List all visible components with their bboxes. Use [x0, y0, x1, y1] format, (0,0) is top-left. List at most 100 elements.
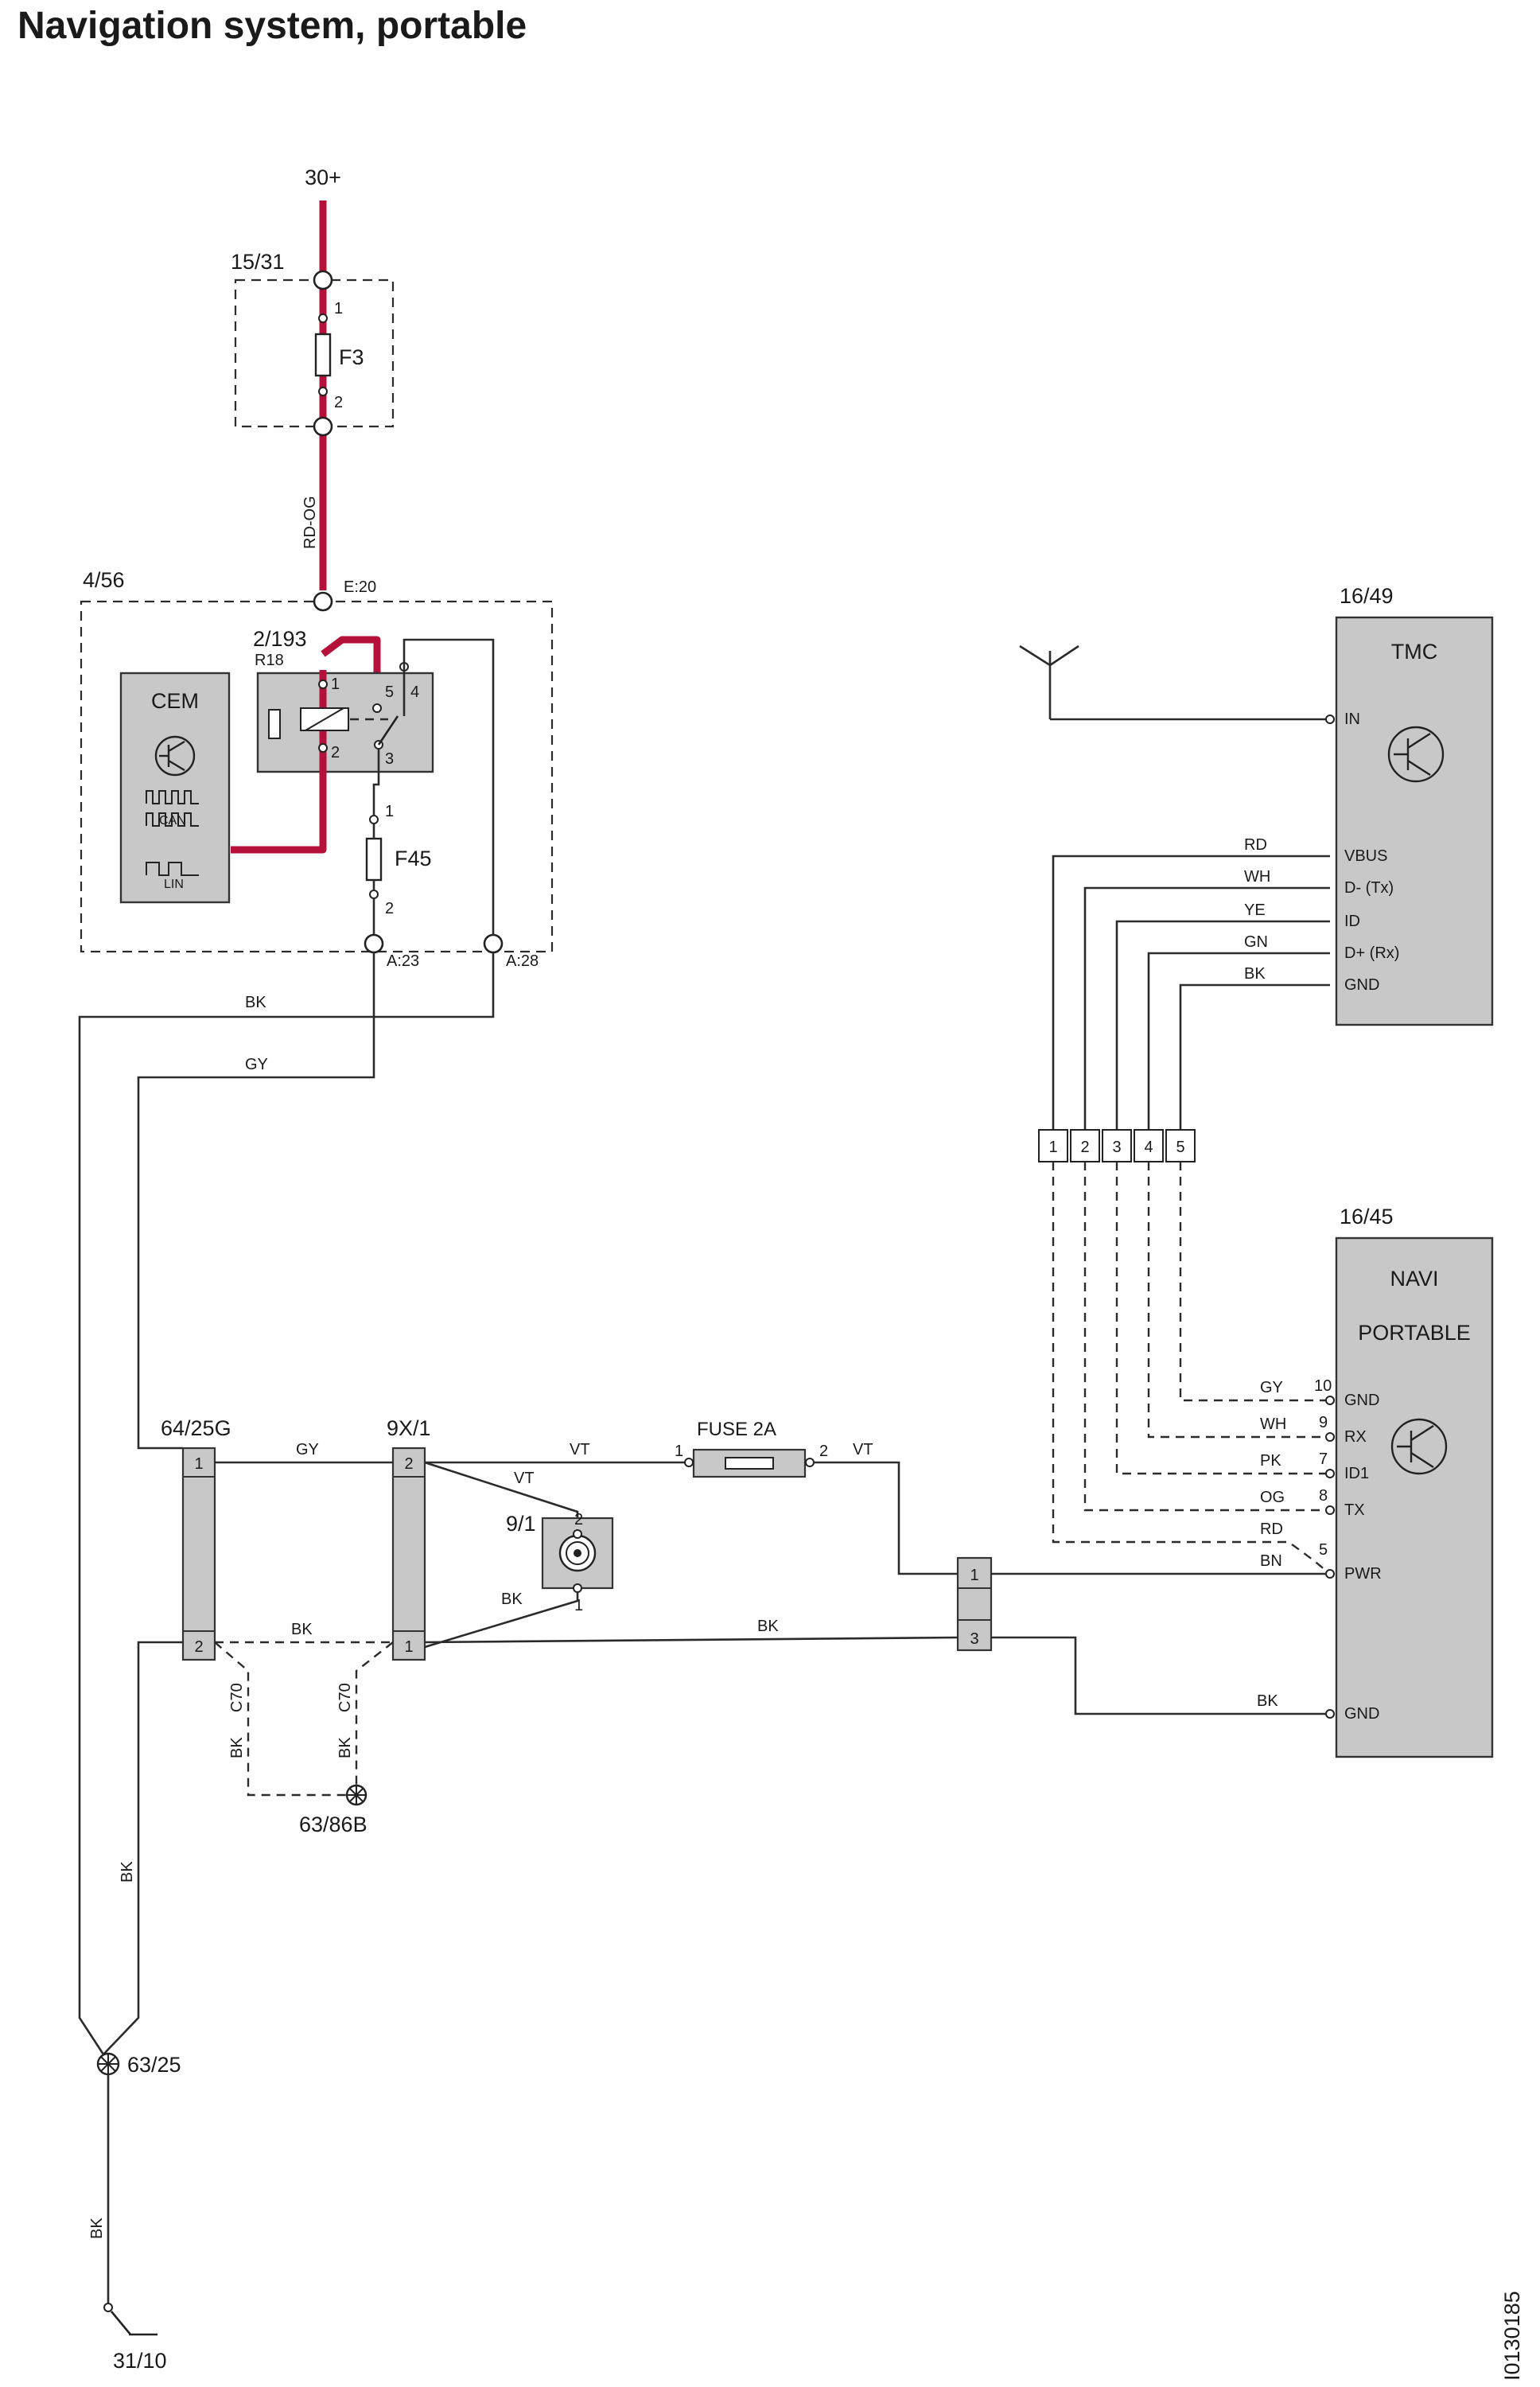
cem-label: CEM [151, 689, 199, 713]
relay-pin4-label: 4 [410, 683, 419, 701]
navi-pin-rx-label: RX [1344, 1428, 1367, 1446]
wire-bk-9x-conn [424, 1636, 959, 1644]
wire-bk-navi-gnd [991, 1636, 1326, 1715]
f3-pin1 [318, 313, 328, 323]
tmc-pin-vbus: VBUS [1344, 847, 1387, 865]
conn-9-1-pin2-label: 2 [574, 1511, 583, 1528]
tmc-pin-id: ID [1344, 913, 1360, 930]
antenna-icon [1019, 644, 1327, 721]
wire-bk-label-2: BK [501, 1591, 523, 1608]
wire-bk-label-navi: BK [1257, 1692, 1278, 1710]
conn-9x-pin1: 1 [404, 1638, 413, 1656]
wire-vt-label-2: VT [514, 1470, 535, 1487]
wire-c70-label-2: C70 [336, 1683, 354, 1712]
cem-module [119, 672, 231, 904]
relay-pin4-wire [402, 638, 495, 944]
conn-64-pin1: 1 [194, 1455, 203, 1473]
relay-to-f45-wire [372, 748, 380, 815]
relay-pin3-label: 3 [385, 750, 394, 768]
tmc-pin-gnd: GND [1344, 976, 1379, 994]
wire-ye-tmc [1115, 920, 1330, 1130]
wire-bk-label-1: BK [245, 994, 266, 1011]
relay-name: R18 [255, 652, 284, 669]
relay-pin1 [318, 679, 328, 689]
navi-pin-gnd1 [1325, 1396, 1335, 1405]
wire-vt-fuse-conn [814, 1461, 958, 1575]
navi-pin-id1 [1325, 1469, 1335, 1478]
wire-gy-label-2: GY [296, 1441, 319, 1458]
fuse-2a-pin1-label: 1 [675, 1443, 683, 1460]
conn5-pin1: 1 [1048, 1139, 1057, 1156]
terminal-a28-label: A:28 [506, 952, 539, 970]
tmc-pin-in-label: IN [1344, 711, 1360, 728]
tmc-pin-in [1325, 715, 1335, 724]
f3-pin1-label: 1 [334, 300, 343, 317]
conn-9x1-id: 9X/1 [387, 1416, 431, 1440]
wire-bk-label-5: BK [228, 1737, 246, 1758]
fuse-2a-pin2 [805, 1458, 815, 1467]
navi-pin-num-5: 5 [1319, 1541, 1328, 1559]
terminal-e20 [313, 591, 333, 612]
fuse-2a-pin1 [684, 1458, 694, 1467]
relay-pin2 [318, 743, 328, 753]
f45-pin2 [369, 890, 379, 899]
f45-pin2-label: 2 [385, 900, 394, 917]
wire-c70-label-1: C70 [228, 1683, 246, 1712]
lin-signal-icon [146, 862, 199, 876]
relay-pin5-label: 5 [385, 683, 394, 701]
navi-pin-rx [1325, 1432, 1335, 1442]
tmc-pin-dtx: D- (Tx) [1344, 879, 1394, 897]
ground-63-25-icon [96, 2052, 120, 2076]
wire-rd-navi [1052, 1162, 1331, 1575]
wire-bk-cem-ground [78, 952, 495, 2055]
wire-wh-navi [1147, 1162, 1330, 1439]
terminal-a23 [364, 933, 384, 954]
relay-switch-contact [377, 715, 399, 746]
wire-wh-tmc [1083, 886, 1330, 1130]
navi-pin-id1-label: ID1 [1344, 1465, 1369, 1482]
navi-pin-num-10: 10 [1314, 1377, 1332, 1395]
navi-transistor-icon [1390, 1418, 1448, 1475]
wire-vt-label-3: VT [853, 1441, 873, 1458]
navi-label-1: NAVI [1390, 1267, 1438, 1291]
wire-c70-bk-1 [214, 1641, 355, 1797]
terminal-a23-label: A:23 [387, 952, 419, 970]
conn-64-25g [181, 1447, 216, 1661]
conn-9x1 [391, 1447, 426, 1661]
navi-pin-gnd2-label: GND [1344, 1705, 1379, 1723]
supply-label: 30+ [305, 165, 341, 189]
relay-pin5 [372, 703, 382, 713]
wire-og-navi [1083, 1162, 1330, 1512]
conn5-pin5: 5 [1176, 1139, 1184, 1156]
navi-pin-num-8: 8 [1319, 1487, 1328, 1505]
navi-pin-tx-label: TX [1344, 1501, 1365, 1519]
conn5-pin2: 2 [1080, 1139, 1089, 1156]
conn5-pin3: 3 [1112, 1139, 1121, 1156]
wire-bk-label-3: BK [757, 1618, 779, 1635]
wire-bn-label: BN [1260, 1552, 1282, 1570]
wire-og-label-navi: OG [1260, 1489, 1285, 1506]
lin-label: LIN [164, 878, 184, 891]
fuse-2a-pin2-label: 2 [819, 1443, 828, 1460]
fuse-box-top-terminal [313, 270, 333, 290]
connector-5pin [1038, 1129, 1196, 1162]
tmc-module [1335, 616, 1494, 1026]
tmc-label: TMC [1391, 640, 1437, 664]
f45-pin1-label: 1 [385, 803, 394, 820]
tmc-transistor-icon [1387, 726, 1445, 783]
wire-gy-label-navi: GY [1260, 1379, 1283, 1396]
transistor-icon [154, 735, 196, 777]
chassis-ground-icon [103, 2303, 158, 2336]
conn-9x-pin2: 2 [404, 1455, 413, 1473]
navi-module [1335, 1236, 1494, 1758]
wire-bk-label-7: BK [119, 1861, 136, 1883]
tmc-id: 16/49 [1340, 584, 1394, 608]
wire-pk-navi [1115, 1162, 1330, 1475]
fuse-f3-label: F3 [339, 345, 364, 369]
f3-pin2-label: 2 [334, 394, 343, 411]
wire-rd-tmc [1052, 855, 1330, 1130]
can-label: CAN [159, 814, 186, 827]
wire-ye-label-tmc: YE [1244, 901, 1266, 919]
fuse-f3 [314, 333, 332, 377]
cem-box-id: 4/56 [83, 568, 125, 592]
